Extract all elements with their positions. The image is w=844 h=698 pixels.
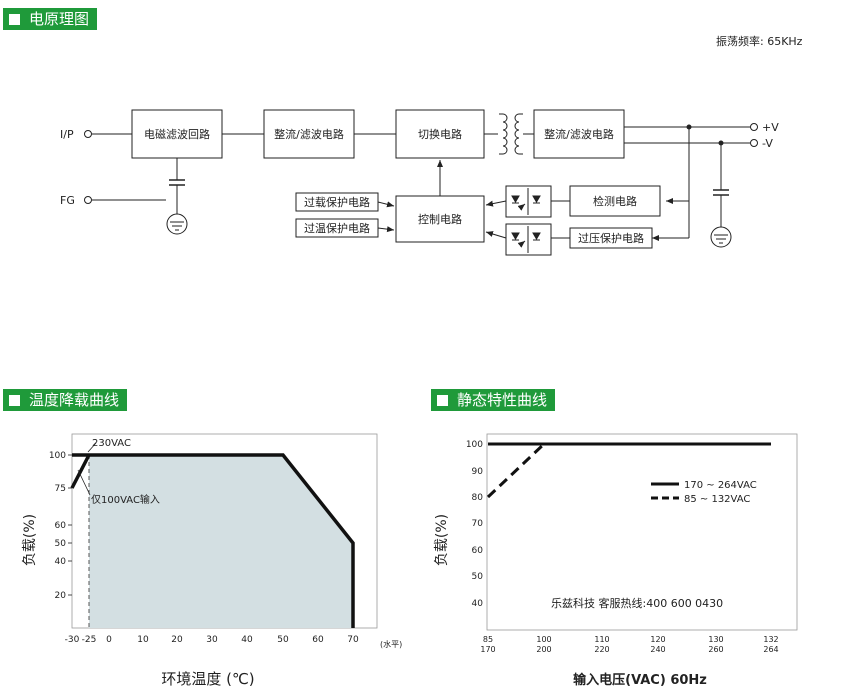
emi-label: 电磁滤波回路 (144, 128, 210, 141)
square-bullet-icon (9, 395, 20, 406)
minus-v-terminal (750, 139, 758, 147)
x-unit-label: (水平) (380, 639, 402, 649)
ip-terminal (84, 130, 92, 138)
ground-icon (166, 213, 188, 235)
plus-v-label: +V (762, 121, 779, 134)
y-tick-label: 100 (49, 451, 66, 461)
x-tick-label-bottom: 200 (536, 645, 551, 654)
square-bullet-icon (9, 14, 20, 25)
rect2-label: 整流/滤波电路 (544, 127, 614, 141)
fg-terminal (84, 196, 92, 204)
rect1-label: 整流/滤波电路 (274, 127, 344, 141)
x-tick-label: 10 (137, 635, 149, 645)
ovp-label: 过压保护电路 (578, 231, 644, 245)
x-tick-label: 60 (312, 635, 324, 645)
annotation-230vac: 230VAC (92, 438, 131, 449)
y-tick-label: 50 (472, 572, 484, 582)
y-tick-label: 100 (466, 440, 483, 450)
fg-label: FG (60, 194, 75, 207)
ground-icon (710, 226, 732, 248)
x-tick-label-top: 130 (708, 635, 723, 644)
y-tick-label: 90 (472, 467, 484, 477)
static-plot-frame (486, 433, 798, 631)
circuit-section-label: 电原理图 (29, 10, 90, 28)
x-tick-label: -25 (82, 635, 97, 645)
switch-label: 切换电路 (418, 127, 462, 141)
square-bullet-icon (437, 395, 448, 406)
y-tick-label: 70 (472, 519, 484, 529)
x-tick-label-bottom: 260 (708, 645, 723, 654)
oscillation-frequency: 振荡频率: 65KHz (716, 35, 803, 48)
x-tick-label: 30 (206, 635, 218, 645)
y-tick-label: 40 (472, 599, 484, 609)
y-tick-label: 60 (55, 521, 67, 531)
x-tick-label-top: 100 (536, 635, 551, 644)
olp-label: 过载保护电路 (304, 195, 370, 209)
circuit-section-title: 电原理图 (3, 8, 98, 30)
y-tick-label: 20 (55, 591, 67, 601)
x-tick-label: 40 (241, 635, 253, 645)
static-line-85-132 (486, 442, 546, 499)
y-tick-label: 50 (55, 539, 67, 549)
y-tick-label: 75 (55, 484, 66, 494)
x-tick-label-top: 110 (594, 635, 609, 644)
derating-x-title: 环境温度 (℃) (161, 670, 254, 688)
x-tick-label: 70 (347, 635, 359, 645)
derating-line-230vac (72, 453, 355, 628)
x-tick-label-top: 85 (483, 635, 493, 644)
control-label: 控制电路 (418, 212, 462, 226)
x-tick-label: -30 (65, 635, 80, 645)
optocoupler-icon (505, 223, 552, 256)
block-diagram: I/P FG +V -V 电磁滤波回路 整流/滤波电路 切换电路 整流/滤波电路… (60, 109, 779, 256)
rectifier-block-2 (533, 109, 625, 159)
static-section-label: 静态特性曲线 (457, 391, 548, 409)
plus-v-terminal (750, 123, 758, 131)
x-tick-label-bottom: 220 (594, 645, 609, 654)
x-tick-label: 0 (106, 635, 112, 645)
x-tick-label-bottom: 240 (650, 645, 665, 654)
x-tick-label-bottom: 170 (480, 645, 495, 654)
x-tick-label-top: 120 (650, 635, 665, 644)
x-tick-label-top: 132 (763, 635, 778, 644)
x-tick-label: 20 (171, 635, 183, 645)
optocoupler-icon (505, 185, 552, 218)
y-tick-label: 80 (472, 493, 484, 503)
x-tick-label-bottom: 264 (763, 645, 778, 654)
minus-v-label: -V (762, 137, 773, 150)
y-tick-label: 60 (472, 546, 484, 556)
derating-area (89, 455, 353, 628)
ip-label: I/P (60, 128, 74, 141)
derating-line-100vac (70, 454, 91, 489)
hotline-annotation: 乐兹科技 客服热线:400 600 0430 (551, 596, 723, 610)
static-section-title: 静态特性曲线 (431, 389, 556, 411)
derating-y-title: 负载(%) (22, 514, 38, 566)
derating-section-label: 温度降载曲线 (29, 391, 120, 409)
transformer-icon (499, 113, 523, 155)
legend-label-170-264: 170 ~ 264VAC (684, 480, 757, 491)
static-y-title: 负载(%) (434, 514, 450, 566)
static-x-title: 输入电压(VAC) 60Hz (573, 672, 707, 688)
x-tick-label: 50 (277, 635, 289, 645)
otp-label: 过温保护电路 (304, 221, 370, 235)
detect-label: 检测电路 (593, 194, 637, 208)
derating-section-title: 温度降载曲线 (3, 389, 128, 411)
annotation-100vac: 仅100VAC输入 (91, 493, 160, 506)
y-tick-label: 40 (55, 557, 67, 567)
derating-plot-frame (71, 433, 378, 629)
legend-label-85-132: 85 ~ 132VAC (684, 494, 750, 505)
